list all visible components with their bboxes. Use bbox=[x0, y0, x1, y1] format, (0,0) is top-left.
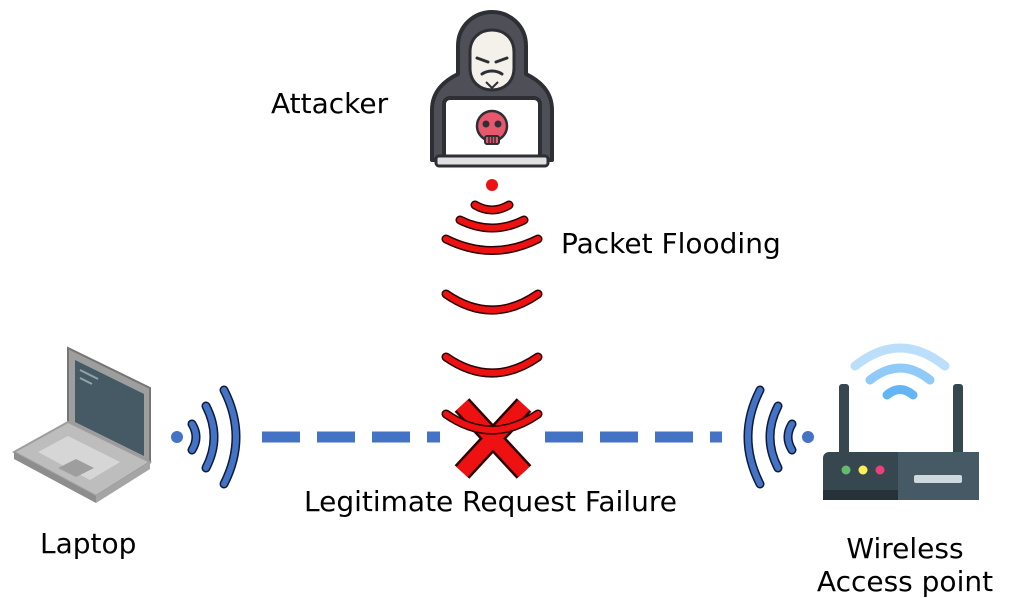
hooded-hacker-icon bbox=[430, 10, 554, 168]
flood-wave bbox=[457, 217, 527, 231]
access-point-label-line1: Wireless bbox=[846, 532, 964, 565]
flood-wave bbox=[443, 291, 541, 313]
laptop-signal bbox=[171, 385, 241, 489]
flood-source-dot bbox=[486, 179, 498, 191]
flood-wave bbox=[443, 354, 541, 376]
laptop-icon bbox=[11, 346, 153, 503]
packet-flood-signal bbox=[441, 179, 543, 378]
router-wifi-icon bbox=[850, 343, 950, 400]
packet-flooding-label: Packet Flooding bbox=[561, 227, 781, 260]
laptop-label: Laptop bbox=[40, 527, 137, 560]
flood-wave bbox=[472, 202, 512, 213]
wireless-router-icon bbox=[823, 384, 979, 500]
skull-icon bbox=[475, 109, 509, 145]
access-point-label-line2: Access point bbox=[816, 565, 994, 598]
attacker-label: Attacker bbox=[271, 87, 389, 120]
flood-wave bbox=[443, 236, 541, 254]
access-point-label: Wireless Access point bbox=[810, 532, 1000, 598]
router-signal bbox=[743, 385, 814, 489]
failure-label: Legitimate Request Failure bbox=[304, 485, 677, 518]
red-x-icon bbox=[441, 398, 543, 479]
